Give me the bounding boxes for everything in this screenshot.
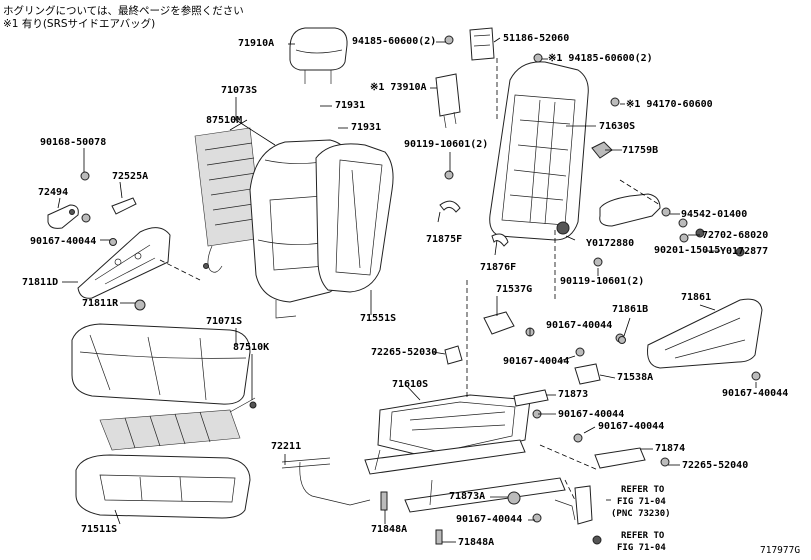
part-label-71875F[interactable]: 71875F bbox=[426, 234, 463, 245]
part-label-72702-68020[interactable]: 72702-68020 bbox=[702, 230, 769, 241]
frame-fasteners bbox=[439, 35, 620, 267]
part-label-94185-60600-b[interactable]: ※1 94185-60600(2) bbox=[548, 53, 653, 64]
part-label-71848A-upper[interactable]: 71848A bbox=[371, 524, 408, 535]
refer-to-label-2[interactable]: REFER TO bbox=[621, 531, 665, 541]
part-label-71910A[interactable]: 71910A bbox=[238, 38, 275, 49]
part-label-94185-60600-a[interactable]: 94185-60600(2) bbox=[352, 36, 437, 47]
part-label-71848A-lower[interactable]: 71848A bbox=[458, 537, 495, 548]
refer-to-pnc-1[interactable]: (PNC 73230) bbox=[611, 509, 671, 519]
headrest-drawing bbox=[289, 27, 348, 84]
cushion-heater-drawing bbox=[99, 397, 257, 451]
hog-ring-note: ホグリングについては、最終ページを参照ください bbox=[3, 5, 244, 17]
seatback-frame-drawing bbox=[469, 27, 589, 241]
part-label-71931-lower[interactable]: 71931 bbox=[351, 122, 382, 133]
leader-lines bbox=[57, 37, 757, 543]
part-label-72525A[interactable]: 72525A bbox=[112, 171, 149, 182]
belt-buckle-drawing bbox=[554, 485, 593, 525]
part-label-71071S[interactable]: 71071S bbox=[206, 316, 243, 327]
side-airbag-drawing bbox=[435, 73, 461, 129]
cushion-pad-drawing bbox=[75, 454, 251, 519]
airbag-note: ※1 有り(SRSサイドエアバッグ) bbox=[3, 18, 156, 30]
seatback-pad-drawing bbox=[315, 143, 394, 293]
part-label-90167-40044-e[interactable]: 90167-40044 bbox=[558, 409, 625, 420]
part-label-71873A[interactable]: 71873A bbox=[449, 491, 486, 502]
part-label-71538A[interactable]: 71538A bbox=[617, 372, 654, 383]
part-label-71861[interactable]: 71861 bbox=[681, 292, 712, 303]
side-shield-drawing bbox=[77, 227, 171, 299]
part-label-90119-10601-b[interactable]: 90119-10601(2) bbox=[560, 276, 645, 287]
part-label-90167-40044-f[interactable]: 90167-40044 bbox=[598, 421, 665, 432]
part-label-Y0172880[interactable]: Y0172880 bbox=[586, 238, 635, 249]
part-label-71759B[interactable]: 71759B bbox=[622, 145, 659, 156]
part-label-87510K[interactable]: 87510K bbox=[233, 342, 270, 353]
part-label-90167-40044-g[interactable]: 90167-40044 bbox=[456, 514, 523, 525]
part-label-71537G[interactable]: 71537G bbox=[496, 284, 533, 295]
part-label-71861B[interactable]: 71861B bbox=[612, 304, 649, 315]
dashed-alignment-lines bbox=[159, 58, 661, 501]
part-label-71073S[interactable]: 71073S bbox=[221, 85, 258, 96]
part-label-71811D[interactable]: 71811D bbox=[22, 277, 59, 288]
part-label-90167-40044-d[interactable]: 90167-40044 bbox=[722, 388, 789, 399]
part-label-90167-40044-a[interactable]: 90167-40044 bbox=[30, 236, 97, 247]
part-label-90167-40044-b[interactable]: 90167-40044 bbox=[546, 320, 613, 331]
part-label-71551S[interactable]: 71551S bbox=[360, 313, 397, 324]
hinge-brackets bbox=[47, 171, 146, 311]
part-label-51186-52060[interactable]: 51186-52060 bbox=[503, 33, 570, 44]
part-label-71610S[interactable]: 71610S bbox=[392, 379, 429, 390]
part-label-71511S[interactable]: 71511S bbox=[81, 524, 118, 535]
refer-to-fig-1[interactable]: FIG 71-04 bbox=[617, 497, 666, 507]
part-label-71873[interactable]: 71873 bbox=[558, 389, 589, 400]
part-label-72265-52030[interactable]: 72265-52030 bbox=[371, 347, 438, 358]
part-label-72494[interactable]: 72494 bbox=[38, 187, 69, 198]
part-label-90119-10601-a[interactable]: 90119-10601(2) bbox=[404, 139, 489, 150]
part-label-71630S[interactable]: 71630S bbox=[599, 121, 636, 132]
mount-bolts bbox=[380, 491, 443, 545]
part-label-71931-upper[interactable]: 71931 bbox=[335, 100, 366, 111]
seat-adjuster-drawing bbox=[364, 394, 566, 513]
part-label-71876F[interactable]: 71876F bbox=[480, 262, 517, 273]
part-label-90168-50078[interactable]: 90168-50078 bbox=[40, 137, 107, 148]
cushion-cover-drawing bbox=[71, 323, 251, 405]
part-label-87510M[interactable]: 87510M bbox=[206, 115, 243, 126]
refer-to-fig-2[interactable]: FIG 71-04 bbox=[617, 543, 666, 553]
part-label-73910A[interactable]: ※1 73910A bbox=[370, 82, 427, 93]
part-label-94542-01400[interactable]: 94542-01400 bbox=[681, 209, 748, 220]
part-label-71874[interactable]: 71874 bbox=[655, 443, 686, 454]
seat-side-shield-drawing bbox=[618, 298, 763, 381]
part-label-71811R[interactable]: 71811R bbox=[82, 298, 119, 309]
part-label-72265-52040[interactable]: 72265-52040 bbox=[682, 460, 749, 471]
figure-id: 717977G bbox=[760, 545, 801, 556]
refer-to-label-1[interactable]: REFER TO bbox=[621, 485, 665, 495]
part-label-90167-40044-c[interactable]: 90167-40044 bbox=[503, 356, 570, 367]
armrest-drawing bbox=[591, 141, 745, 257]
part-label-Y0172877[interactable]: Y0172877 bbox=[720, 246, 769, 257]
release-cable-drawing bbox=[281, 457, 371, 506]
part-label-72211[interactable]: 72211 bbox=[271, 441, 302, 452]
part-label-90201-15015[interactable]: 90201-15015 bbox=[654, 245, 721, 256]
part-label-94170-60600[interactable]: ※1 94170-60600 bbox=[626, 99, 713, 110]
